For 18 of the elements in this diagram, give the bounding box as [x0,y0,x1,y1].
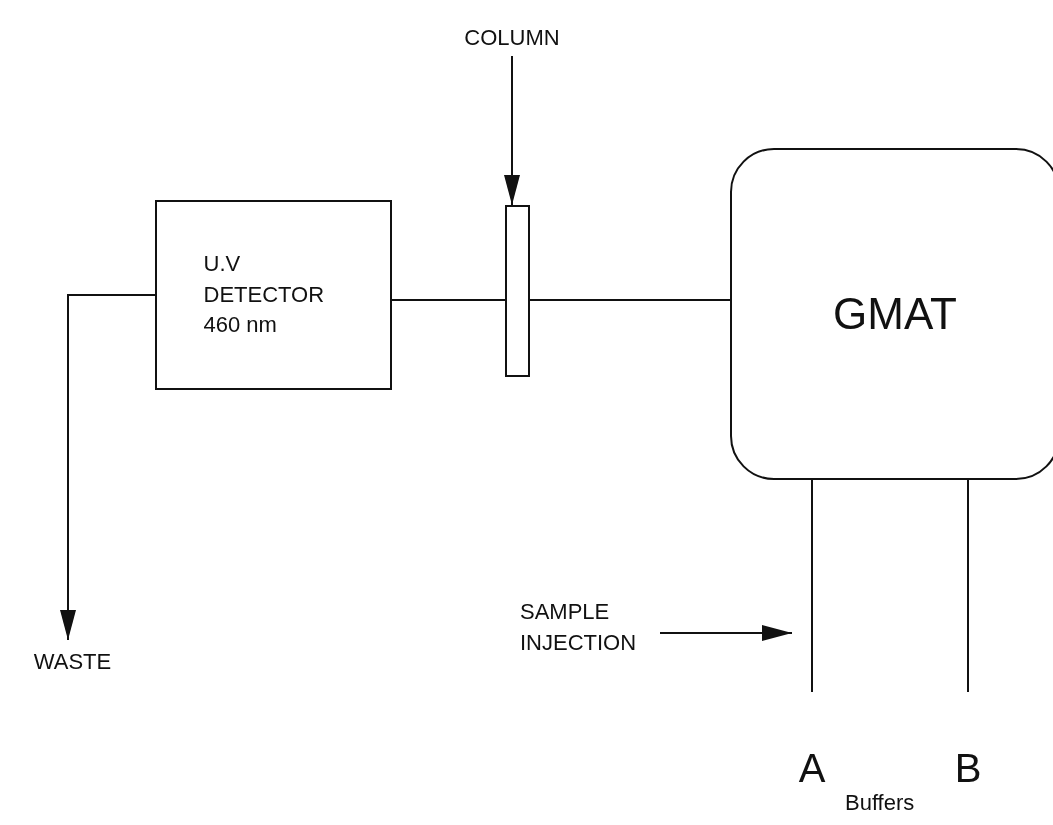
buffer-label: A [798,745,826,792]
arrow [504,55,520,206]
injection-label: SAMPLE INJECTION [520,598,638,657]
group-label: Buffers [845,790,915,816]
outlet-label: WASTE [33,647,112,676]
buffer-label: B [954,745,982,792]
tube-line [391,299,506,301]
column-bar [505,205,530,377]
detector-box [155,200,392,390]
tube-line [967,479,969,693]
device-label: GMAT [833,288,957,341]
tube-line [811,479,813,693]
gmat-box [730,148,1053,480]
arrow [659,625,793,641]
arrow [60,294,156,641]
device-label: U.V DETECTOR 460 nm [203,249,326,340]
tube-line [529,299,731,301]
part-label: COLUMN [464,23,560,52]
